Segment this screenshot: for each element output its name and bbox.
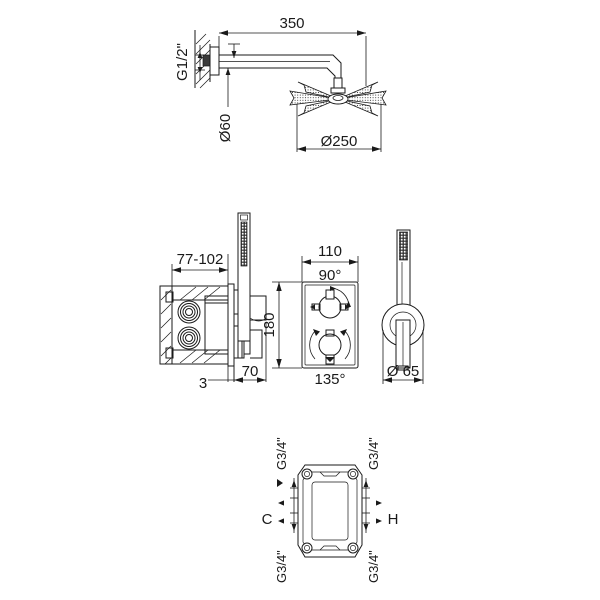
port-left-group [277, 478, 298, 533]
dim-d250-label: Ø250 [321, 133, 358, 150]
dim-d60-label: Ø60 [217, 114, 234, 142]
dim-110-label: 110 [318, 243, 342, 260]
dim-d65-label: Ø 65 [387, 363, 420, 380]
valve-inner-body [205, 296, 228, 354]
dimension-flange-diameter: Ø60 [217, 68, 234, 142]
label-hot-inlet: H [388, 511, 399, 528]
valve-face-plate [227, 283, 235, 367]
dim-g12-label: G1/2" [174, 43, 191, 81]
view-valve-section: 77-102 3 70 [160, 212, 267, 392]
valve-knob-lower-section [177, 326, 201, 350]
dimension-wall-depth: 77-102 [171, 251, 229, 288]
dimension-head-diameter: Ø250 [296, 104, 382, 152]
wall-hatching [195, 30, 210, 89]
label-g34-top-right: G3/4" [366, 437, 381, 470]
label-g34-top-left: G3/4" [274, 437, 289, 470]
dim-70-label: 70 [242, 363, 259, 380]
dim-77-102-label: 77-102 [177, 251, 224, 268]
port-right-group [362, 478, 382, 533]
dimension-inlet-thread: G1/2" [174, 43, 205, 81]
view-valve-front: 110 90° 135° 180 [261, 243, 359, 388]
dimension-plate-width: 110 [301, 243, 359, 282]
valve-knob-lower-front [309, 329, 351, 365]
wall-escutcheon [209, 46, 220, 76]
label-g34-bottom-left: G3/4" [274, 550, 289, 583]
rough-in-body-outline [297, 464, 363, 558]
dim-180-label: 180 [261, 312, 278, 337]
dimension-plate-height: 180 [261, 281, 302, 369]
dimension-arm-length: 350 [218, 15, 367, 86]
handshower-bracket [395, 319, 411, 370]
dimension-projection: 70 [233, 322, 267, 383]
dim-3-label: 3 [199, 375, 207, 392]
dim-350-label: 350 [279, 15, 304, 32]
arm-top-marker [228, 43, 240, 58]
dimension-plate-thickness: 3 [199, 366, 235, 392]
view-handshower-holder: Ø 65 [381, 229, 425, 384]
label-cold-inlet: C [262, 511, 273, 528]
dimension-holder-diameter: Ø 65 [382, 330, 424, 384]
view-shower-arm-head: 350 G1/2" Ø60 [174, 15, 387, 152]
head-connector [330, 77, 346, 94]
shower-arm [219, 55, 341, 85]
view-rough-in-body: G3/4" G3/4" G3/4" G3/4" C H [262, 437, 399, 583]
dim-90deg-label: 90° [319, 267, 342, 284]
valve-knob-upper-front [310, 286, 351, 319]
valve-wall-body [160, 286, 228, 364]
valve-knob-upper-section [177, 300, 201, 324]
dim-135deg-label: 135° [314, 371, 345, 388]
handshower-wand-left-view [237, 212, 251, 342]
label-g34-bottom-right: G3/4" [366, 550, 381, 583]
rain-shower-head [289, 81, 387, 117]
